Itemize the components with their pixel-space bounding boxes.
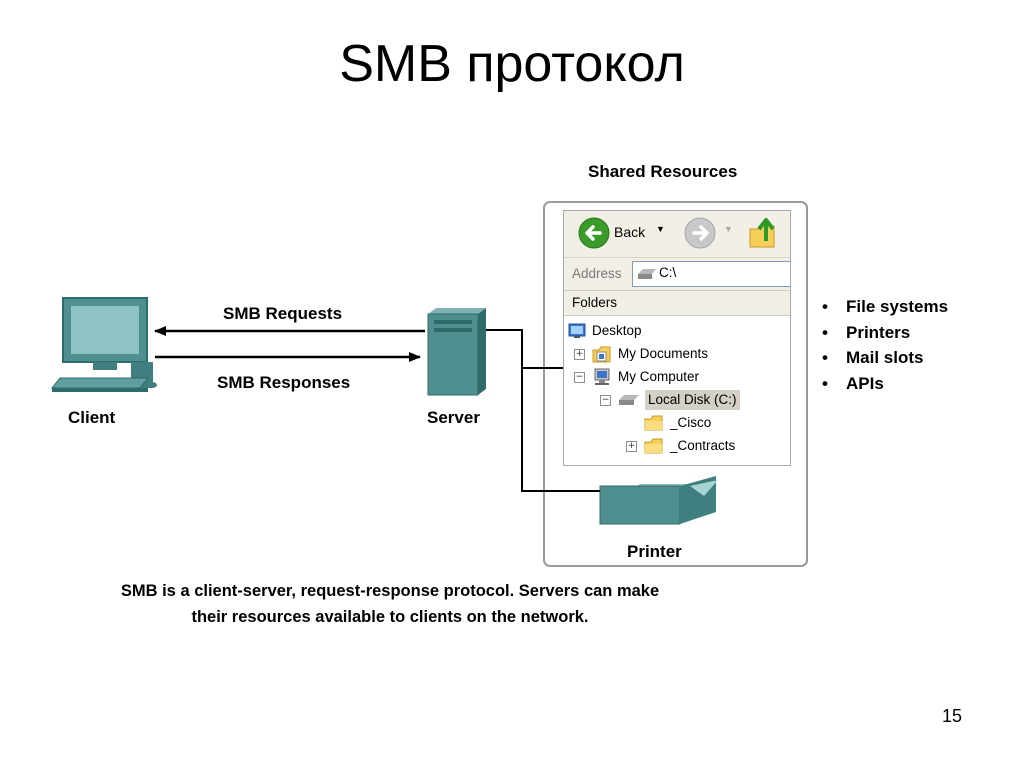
folders-label: Folders [572,295,618,310]
back-arrow-icon[interactable] [578,217,610,249]
expand-icon[interactable]: + [574,349,585,360]
page-number: 15 [941,706,962,726]
forward-arrow-icon[interactable] [684,217,716,249]
client-computer-icon [50,297,157,392]
resources-list-item: •Printers [822,322,911,342]
tree-item-label-selected: Local Disk (C:) [645,390,740,410]
folder-icon [644,415,663,431]
printer-icon [599,476,718,525]
explorer-window: Back ▼ ▼ Address C:\ Folders [563,210,791,466]
collapse-icon[interactable]: − [600,395,611,406]
tree-item-label: _Contracts [670,438,736,453]
resources-list-item: •File systems [822,297,949,316]
server-label: Server [427,408,480,427]
slide-caption: SMB is a client-server, request-response… [60,578,720,630]
back-dropdown-icon[interactable]: ▼ [656,224,665,234]
printer-label: Printer [627,542,682,561]
explorer-toolbar: Back ▼ ▼ [564,211,790,258]
tree-item-label: My Documents [618,346,709,361]
tree-item-label: _Cisco [670,415,712,430]
slide-title: SMB протокол [339,35,685,93]
desktop-icon [568,323,586,338]
local-disk-icon [619,395,639,405]
smb-responses-label: SMB Responses [217,373,351,392]
resources-list: •File systems •Printers •Mail slots •API… [822,294,948,396]
shared-resources-label: Shared Resources [588,162,738,181]
resources-list-item: •APIs [822,373,884,393]
folders-pane-header: Folders [564,291,790,316]
server-to-shared-connector [486,329,600,492]
address-value: C:\ [659,265,677,280]
address-label: Address [572,266,622,281]
drive-icon [638,269,656,279]
folder-up-icon[interactable] [746,215,780,251]
client-label: Client [68,408,116,427]
caption-line: their resources available to clients on … [191,608,589,626]
tree-item-label: Desktop [592,323,642,338]
folder-icon [644,438,663,454]
back-button-label[interactable]: Back [614,224,646,240]
expand-icon[interactable]: + [626,441,637,452]
my-documents-icon [592,346,611,363]
caption-line: SMB is a client-server, request-response… [120,582,660,600]
tree-item-label: My Computer [618,369,700,384]
forward-dropdown-icon[interactable]: ▼ [724,224,733,234]
address-bar: Address C:\ [564,258,790,291]
my-computer-icon [594,368,610,385]
resources-list-item: •Mail slots [822,348,924,367]
smb-requests-label: SMB Requests [223,304,343,323]
address-input[interactable]: C:\ [632,261,790,287]
collapse-icon[interactable]: − [574,372,585,383]
server-icon [427,308,486,396]
